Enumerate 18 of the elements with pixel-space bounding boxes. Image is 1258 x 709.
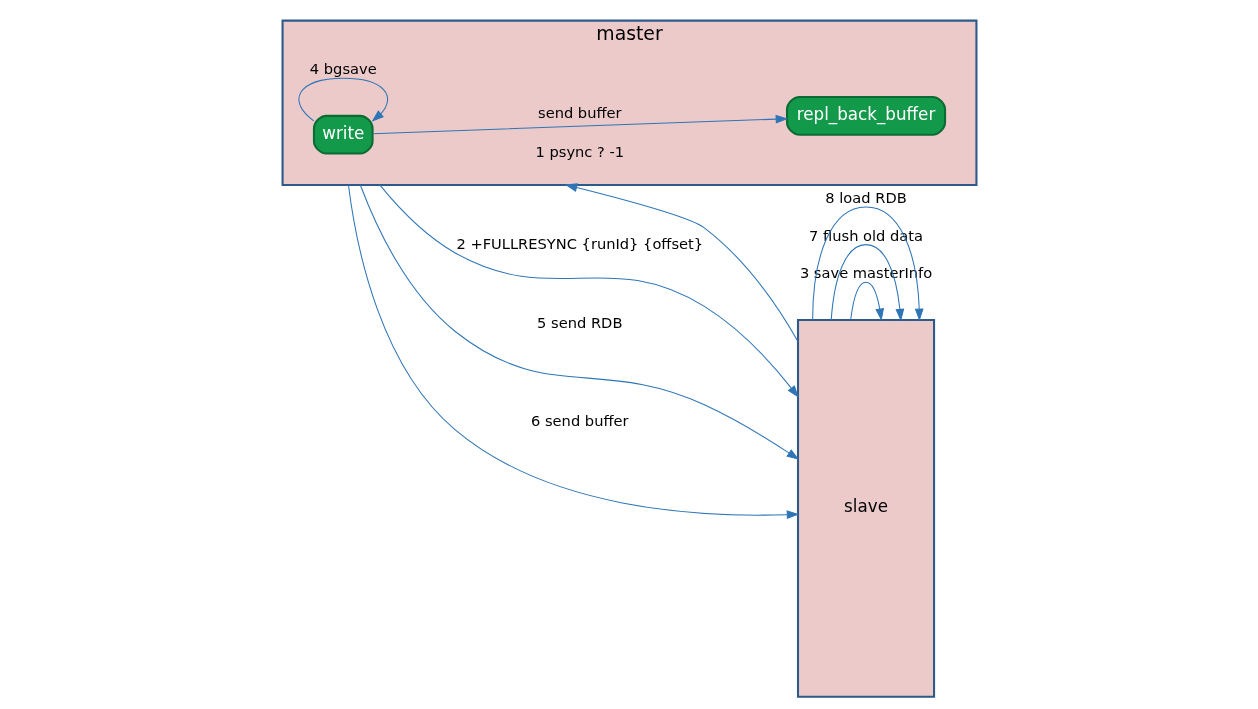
edge-label: 6 send buffer: [530, 411, 629, 429]
edge-label: 4 bgsave: [309, 60, 377, 78]
edge-label: 5 send RDB: [536, 313, 622, 331]
arrow: [298, 77, 388, 122]
node-box: repl_back_buffer: [785, 96, 946, 136]
edge-label: 8 load RDB: [824, 188, 907, 206]
arrow: [849, 281, 884, 322]
edge-label: send buffer: [537, 104, 622, 122]
node-box: slave: [796, 318, 935, 698]
arrow: [378, 184, 799, 398]
arrow: [564, 183, 798, 342]
arrow: [359, 184, 799, 460]
edge-label: 1 psync ? -1: [535, 142, 624, 160]
edge-label: 2 +FULLRESYNC {runId} {offset}: [455, 235, 703, 252]
node-box: write: [312, 114, 374, 155]
arrow: [371, 114, 788, 135]
arrow: [811, 206, 924, 322]
arrow: [347, 184, 799, 520]
